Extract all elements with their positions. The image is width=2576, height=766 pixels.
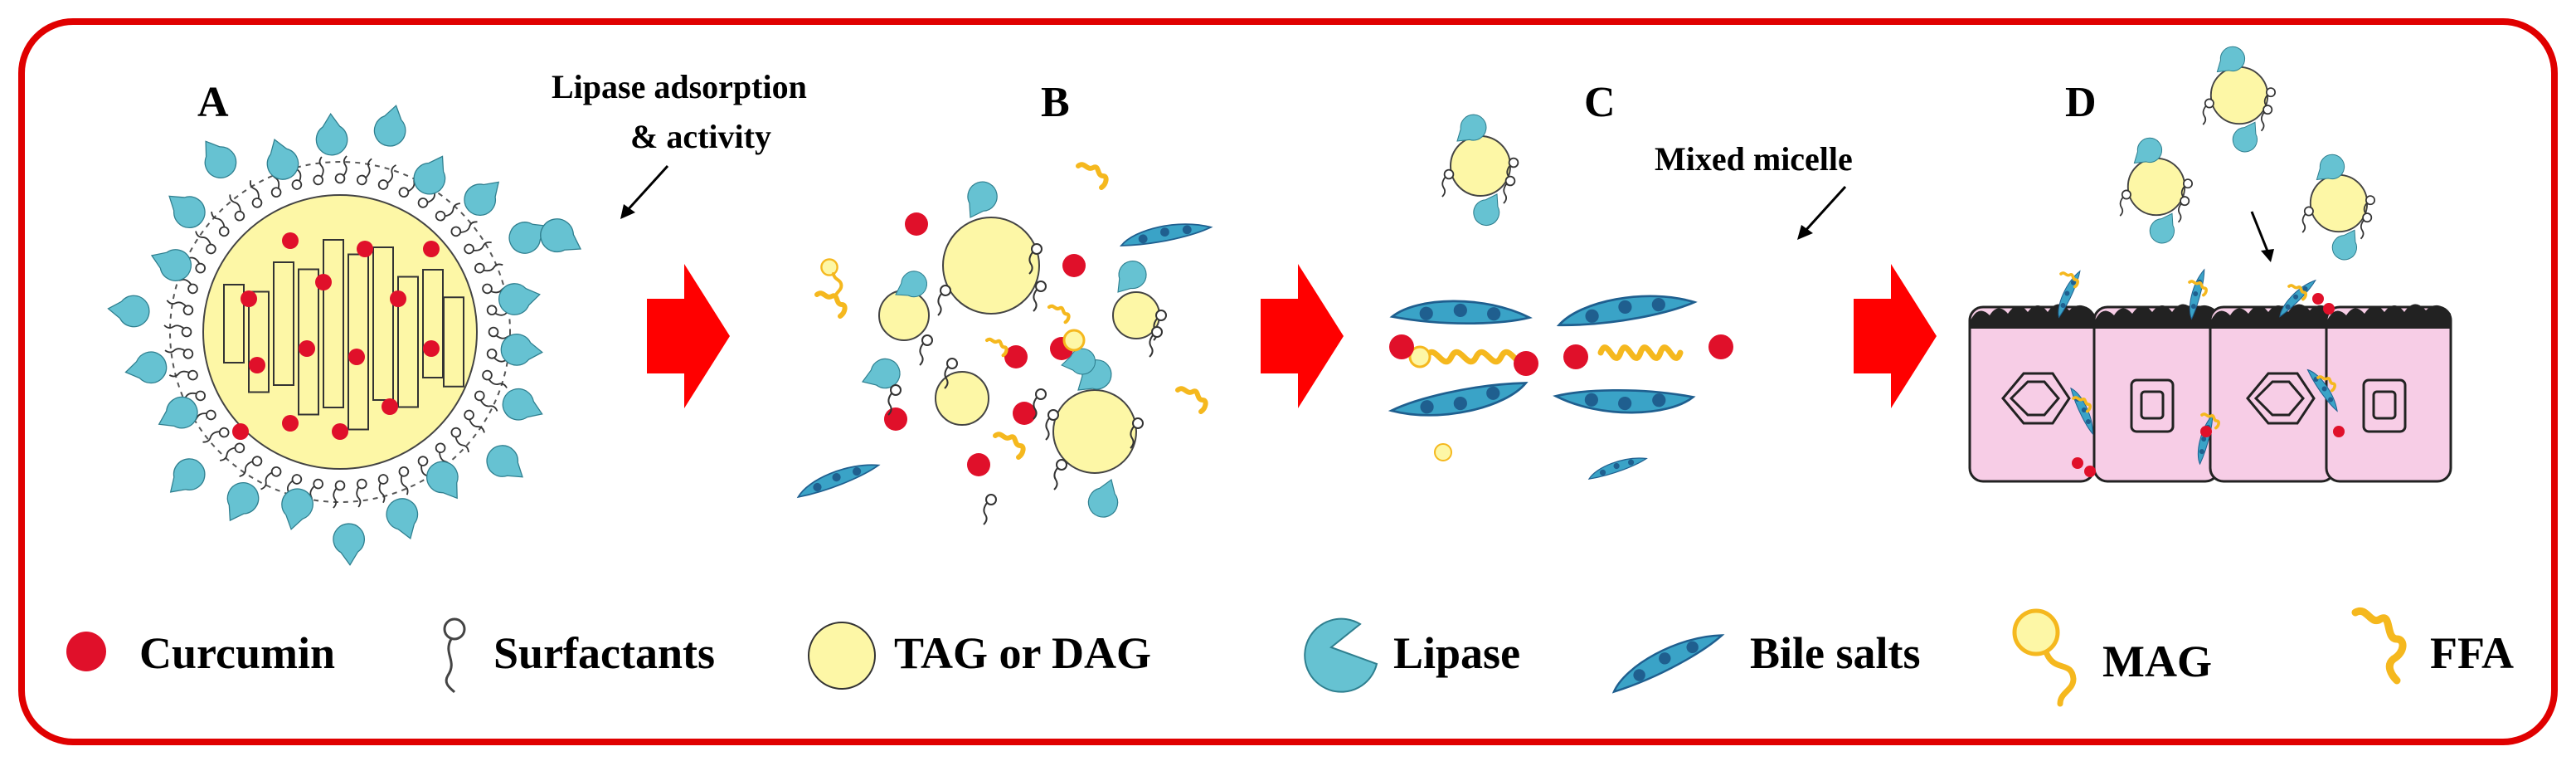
legend-tag-dag: TAG or DAG bbox=[894, 628, 1151, 678]
annotation-arrow-c bbox=[1802, 185, 1847, 234]
mag-icon bbox=[2012, 608, 2077, 707]
figure-frame bbox=[18, 18, 2558, 745]
process-arrow-1 bbox=[647, 264, 730, 408]
tag-dag-icon bbox=[808, 622, 876, 690]
panel-d: D bbox=[1968, 41, 2452, 483]
ffa-icon bbox=[2351, 607, 2407, 685]
curcumin-in-core bbox=[232, 232, 440, 440]
annotation-arrow-d bbox=[2250, 211, 2270, 254]
annotation-lipase-line2: & activity bbox=[630, 118, 771, 155]
annotation-mixed-micelle: Mixed micelle bbox=[1655, 140, 1853, 178]
curcumin-icon bbox=[66, 632, 106, 671]
lipase-legend-icon bbox=[1304, 617, 1378, 693]
crystal-blocks bbox=[223, 239, 464, 431]
legend-ffa: FFA bbox=[2430, 628, 2514, 678]
legend-mag: MAG bbox=[2102, 637, 2212, 686]
legend-curcumin: Curcumin bbox=[139, 628, 335, 678]
panel-a: A Lipase adsorption & activity bbox=[105, 68, 807, 567]
surfactants-icon bbox=[443, 617, 466, 694]
panel-label-d: D bbox=[2065, 79, 2097, 126]
panel-c: C Mixed micelle bbox=[1388, 79, 1853, 481]
panel-b: B bbox=[793, 79, 1213, 525]
panel-label-b: B bbox=[1041, 79, 1070, 126]
annotation-arrowhead-a bbox=[620, 204, 635, 219]
legend-bile-salts: Bile salts bbox=[1750, 628, 1921, 678]
legend-surfactants: Surfactants bbox=[493, 628, 715, 678]
annotation-arrow-a bbox=[625, 164, 669, 213]
legend: Curcumin Surfactants TAG or DAG Lipase B… bbox=[66, 607, 2514, 707]
panel-label-a: A bbox=[197, 79, 229, 126]
annotation-arrowhead-c bbox=[1797, 225, 1813, 240]
process-arrow-2 bbox=[1261, 264, 1344, 408]
legend-lipase: Lipase bbox=[1393, 628, 1520, 678]
process-arrow-3 bbox=[1854, 264, 1937, 408]
panel-label-c: C bbox=[1584, 79, 1616, 126]
annotation-lipase-line1: Lipase adsorption bbox=[552, 68, 807, 105]
